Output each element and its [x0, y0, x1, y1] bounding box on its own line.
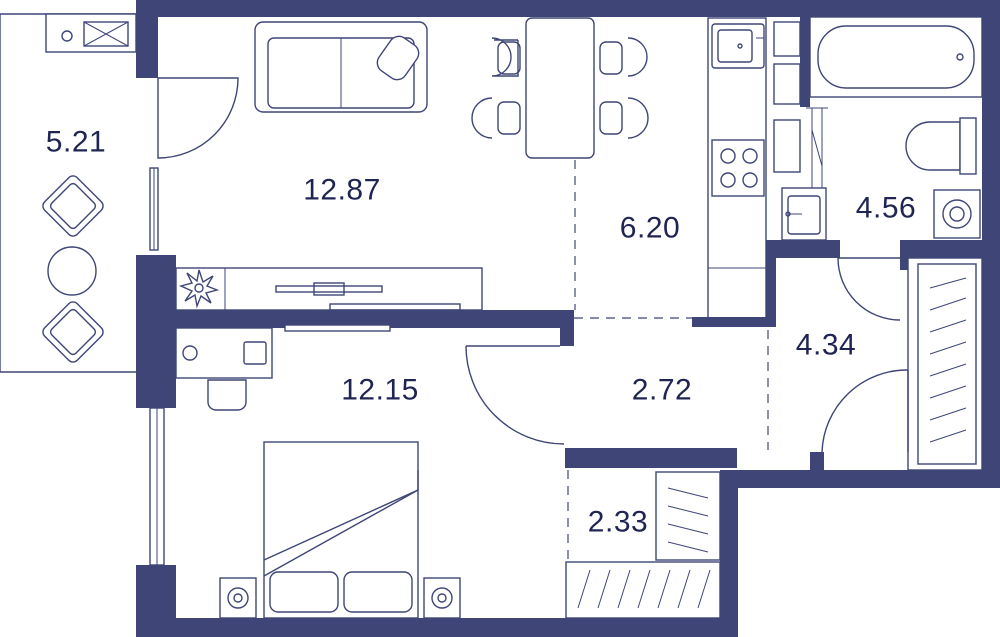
- wall-left-lower: [136, 565, 176, 637]
- double-bed-icon: [263, 441, 419, 619]
- chair-icon: [471, 97, 521, 139]
- wall-left-upper: [136, 0, 158, 78]
- nightstand-icon: [423, 577, 461, 619]
- wardrobe-hangers-icon: [565, 561, 721, 619]
- wash-basin-icon: [781, 187, 827, 241]
- corridor: [465, 345, 565, 445]
- bedroom: [149, 327, 461, 619]
- pillow-icon: [343, 571, 413, 613]
- tv-unit: [175, 267, 483, 311]
- wardrobe-hangers-icon: [907, 257, 983, 471]
- chair-icon: [599, 37, 648, 77]
- wall-living-bedroom: [176, 310, 574, 328]
- door-swing-icon: [157, 77, 239, 159]
- armchair-icon: [42, 175, 104, 237]
- balcony: [0, 13, 239, 373]
- wall-bath-bottom-right: [900, 240, 982, 258]
- kitchen: [471, 17, 801, 319]
- wall-right: [982, 0, 1000, 488]
- wardrobe-hangers-icon: [655, 471, 721, 561]
- walls: [136, 0, 1000, 637]
- area-label-bedroom: 12.15: [341, 374, 419, 407]
- bathtub-icon: [809, 16, 983, 98]
- cabinet: [773, 63, 801, 105]
- cabinet: [773, 119, 801, 173]
- pillow-icon: [269, 571, 339, 613]
- plant-icon: [178, 269, 220, 309]
- sliding-door: [284, 324, 391, 332]
- armchair-icon: [42, 301, 104, 363]
- wall-left-mid: [136, 255, 176, 408]
- living-room: [175, 21, 483, 332]
- area-label-hall: 4.34: [796, 329, 856, 362]
- bathroom: [781, 16, 983, 321]
- wall-bath-left: [766, 258, 776, 327]
- door-swing-icon: [837, 257, 901, 321]
- wall-lower-right: [720, 470, 738, 637]
- wall-bedroom-wardrobe: [565, 448, 737, 468]
- area-label-kitchen: 6.20: [620, 212, 680, 245]
- wall-bath-partition: [800, 17, 810, 107]
- dining-table-icon: [471, 17, 649, 159]
- area-label-living: 12.87: [303, 174, 381, 207]
- wall-stub-bedroom: [560, 310, 574, 346]
- wall-bottom: [136, 618, 738, 637]
- toilet-icon: [905, 117, 977, 175]
- desk-icon: [175, 327, 273, 411]
- chair-icon: [599, 97, 649, 139]
- kitchen-counter: [707, 17, 767, 319]
- chair-icon: [491, 37, 521, 77]
- area-label-bathroom: 4.56: [856, 192, 916, 225]
- area-labels: 5.21 12.87 6.20 4.56 4.34 2.72 12.15 2.3…: [46, 126, 916, 539]
- nightstand-icon: [219, 577, 257, 619]
- sofa-icon: [254, 21, 428, 113]
- wardrobe-room: [565, 470, 721, 619]
- door-swing-icon: [821, 369, 909, 453]
- area-label-corridor: 2.72: [632, 374, 692, 407]
- area-label-wardrobe: 2.33: [588, 506, 648, 539]
- washing-machine-icon: [933, 189, 981, 239]
- wall-right-bottom: [724, 470, 1000, 488]
- cabinet: [773, 21, 801, 57]
- door-swing-icon: [465, 345, 565, 445]
- wall-top: [136, 0, 1000, 17]
- kitchen-sink-icon: [711, 23, 765, 69]
- wall-bath-bottom: [766, 240, 840, 258]
- cooktop-icon: [711, 139, 765, 197]
- balcony-box-icon: [83, 21, 129, 47]
- wall-entry-stub: [810, 452, 824, 470]
- wall-kitchen-hall: [692, 317, 772, 327]
- round-table-icon: [47, 246, 97, 296]
- area-label-balcony: 5.21: [46, 126, 106, 159]
- hall: [767, 257, 983, 471]
- tv-icon: [275, 285, 383, 293]
- balcony-tap-icon: [61, 30, 73, 42]
